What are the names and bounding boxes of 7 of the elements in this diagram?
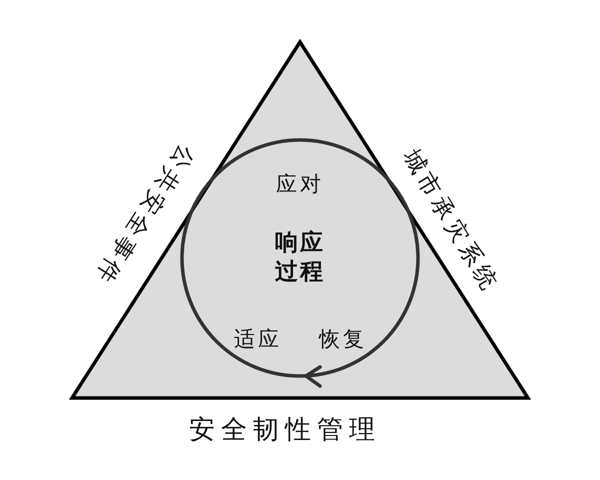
stage-label: 应对 xyxy=(276,173,324,197)
side-label: 公共安全事件 xyxy=(88,140,198,290)
side-label: 城市承灾系统 xyxy=(397,146,503,298)
stage-label: 适应 xyxy=(234,328,282,352)
base-label: 安全韧性管理 xyxy=(189,416,381,444)
center-label: 响应过程 xyxy=(274,229,326,287)
stage-label: 恢复 xyxy=(319,328,367,352)
